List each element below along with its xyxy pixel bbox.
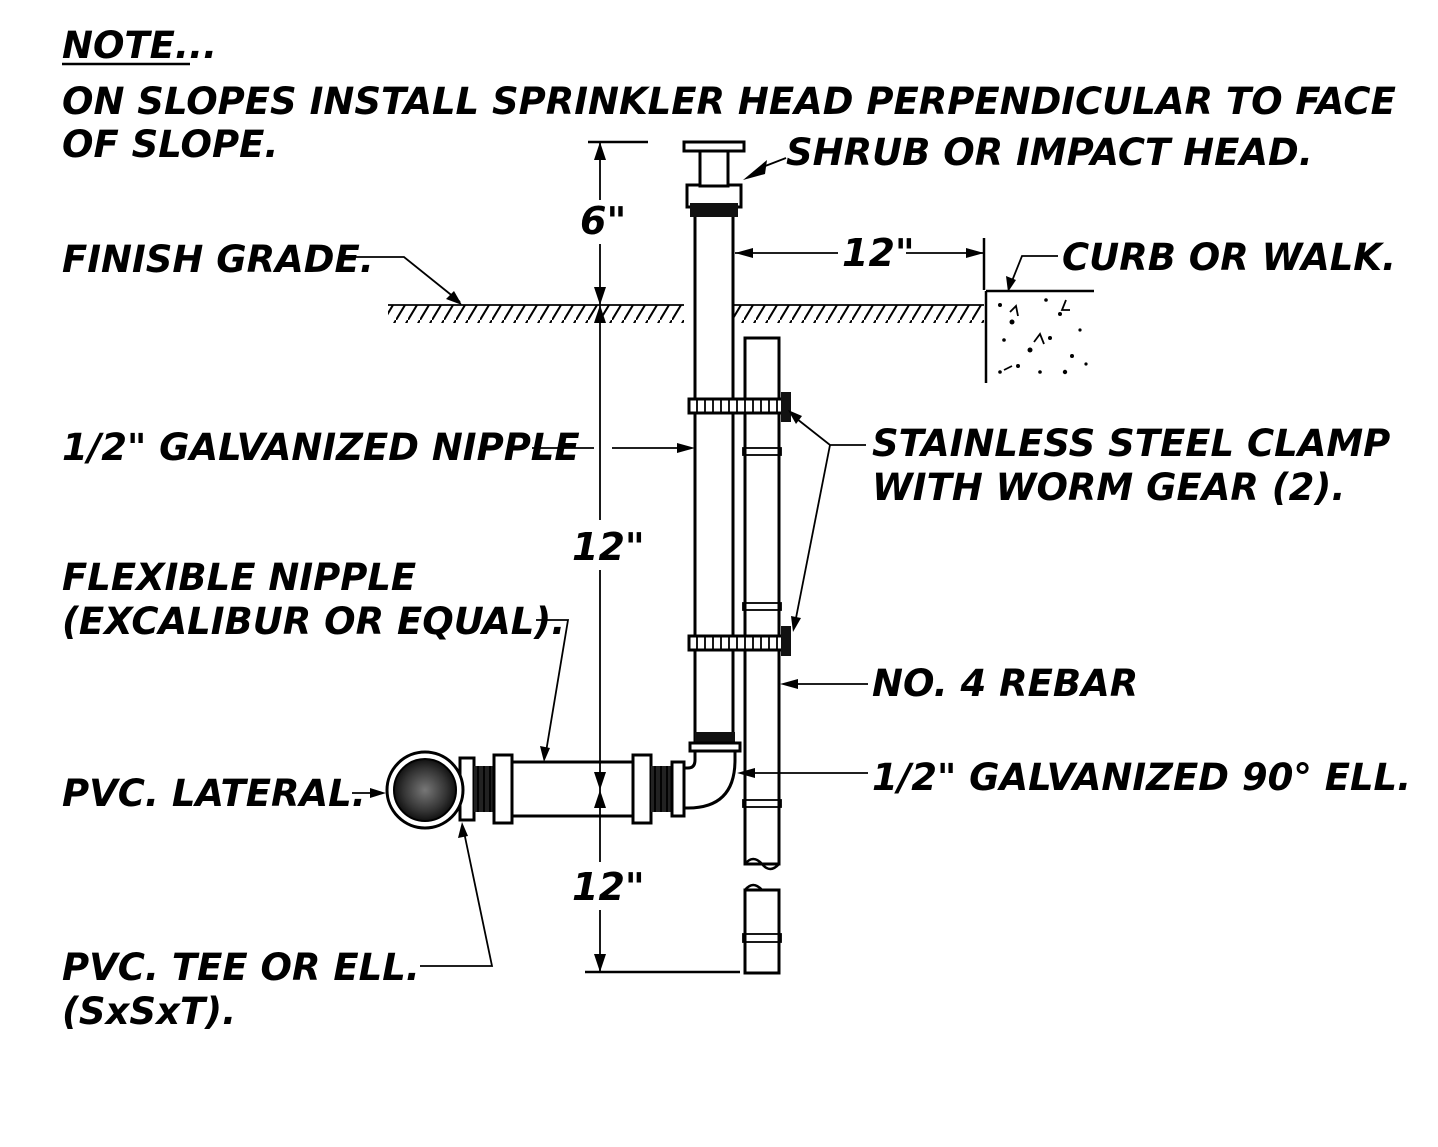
clamp-leaders	[788, 410, 866, 632]
dimension-top: 6"	[580, 199, 626, 243]
pvc-lateral-leader	[352, 788, 386, 798]
galvanized-nipple-leader	[532, 443, 695, 453]
note-heading: NOTE...	[62, 24, 217, 67]
rebar-label: NO. 4 REBAR	[872, 662, 1138, 705]
finish-grade-ground	[388, 304, 984, 323]
galvanized-ell-label: 1/2" GALVANIZED 90° ELL.	[872, 756, 1411, 799]
sprinkler-head	[682, 140, 746, 217]
pvc-tee-label-line-2: (SxSxT).	[62, 990, 236, 1033]
flexible-nipple-leader	[536, 619, 570, 762]
curb-or-walk	[984, 289, 1094, 383]
shrub-head-leader	[743, 157, 787, 180]
galvanized-ell-leader	[737, 768, 868, 778]
dimension-curb: 12"	[842, 231, 915, 275]
pvc-lateral	[385, 750, 465, 830]
galvanized-90-ell	[678, 732, 742, 810]
rebar	[742, 336, 782, 975]
curb-dimension-line	[735, 238, 986, 290]
dimension-bottom: 12"	[572, 865, 645, 909]
finish-grade-leader	[346, 256, 462, 305]
flexible-nipple-label-line-2: (EXCALIBUR OR EQUAL).	[62, 600, 565, 643]
galvanized-nipple-label: 1/2" GALVANIZED NIPPLE	[62, 426, 580, 469]
clamp-label-line-2: WITH WORM GEAR (2).	[872, 466, 1345, 509]
curb-walk-leader	[1006, 255, 1058, 292]
pvc-tee-leader	[420, 822, 494, 967]
curb-walk-label: CURB OR WALK.	[1062, 236, 1396, 279]
dimension-middle: 12"	[572, 525, 645, 569]
clamp-lower	[687, 626, 791, 656]
finish-grade-label: FINISH GRADE.	[62, 238, 374, 281]
pvc-tee-label-line-1: PVC. TEE OR ELL.	[62, 946, 420, 989]
horizontal-pipe-assembly	[458, 753, 686, 825]
note-line-1: ON SLOPES INSTALL SPRINKLER HEAD PERPEND…	[62, 80, 1396, 123]
pvc-lateral-label: PVC. LATERAL.	[62, 772, 366, 815]
clamp-upper	[687, 392, 791, 422]
note-line-2: OF SLOPE.	[62, 123, 278, 166]
rebar-leader	[780, 679, 868, 689]
shrub-head-label: SHRUB OR IMPACT HEAD.	[786, 131, 1313, 174]
galvanized-nipple-riser	[693, 208, 735, 748]
clamp-label-line-1: STAINLESS STEEL CLAMP	[872, 422, 1390, 465]
flexible-nipple-label-line-1: FLEXIBLE NIPPLE	[62, 556, 416, 599]
